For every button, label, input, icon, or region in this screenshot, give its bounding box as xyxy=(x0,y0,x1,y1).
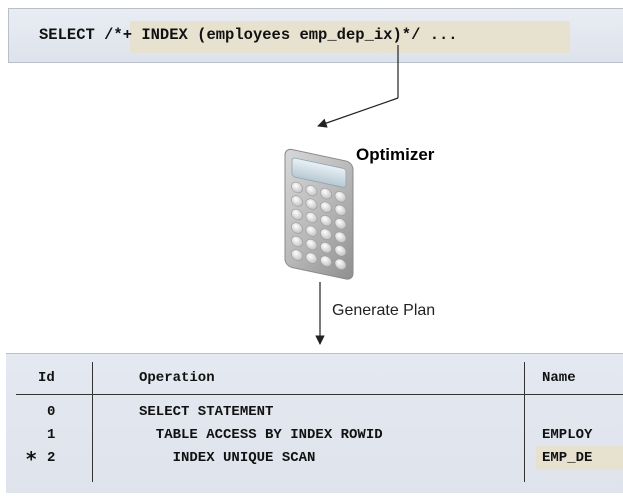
calculator-key xyxy=(334,258,347,270)
sql-hint: /*+ INDEX (employees emp_dep_ix)*/ xyxy=(104,26,421,44)
row-0-operation: SELECT STATEMENT xyxy=(139,404,274,420)
calculator-key xyxy=(334,245,347,257)
calculator-key xyxy=(291,195,303,207)
sql-select-keyword: SELECT xyxy=(39,26,95,44)
calculator-key xyxy=(305,184,318,197)
execution-plan-table: Id Operation Name 0 SELECT STATEMENT 1 T… xyxy=(6,353,623,493)
hint-highlight xyxy=(130,21,570,53)
row-2-operation: INDEX UNIQUE SCAN xyxy=(139,450,316,466)
calculator-key xyxy=(291,208,303,221)
calculator-key xyxy=(291,249,303,261)
row-1-id: 1 xyxy=(47,427,56,443)
calculator-key xyxy=(291,181,303,194)
calculator-key xyxy=(305,211,318,224)
calculator-icon xyxy=(284,148,354,280)
header-divider xyxy=(16,394,623,395)
calculator-key xyxy=(334,191,347,203)
header-operation: Operation xyxy=(139,370,215,386)
sql-ellipsis: ... xyxy=(429,26,458,44)
calculator-key xyxy=(305,225,318,237)
sql-statement: SELECT /*+ INDEX (employees emp_dep_ix)*… xyxy=(39,26,458,44)
calculator-key xyxy=(305,198,318,210)
calculator-key xyxy=(305,238,318,251)
calculator-key xyxy=(320,228,332,240)
calculator-key xyxy=(291,222,303,234)
name-highlight xyxy=(536,446,623,470)
calculator-key xyxy=(320,242,332,254)
optimizer-label: Optimizer xyxy=(356,145,435,164)
generate-plan-label: Generate Plan xyxy=(332,302,436,319)
calculator-key xyxy=(334,218,347,230)
row-0-id: 0 xyxy=(47,404,56,420)
row-1-operation: TABLE ACCESS BY INDEX ROWID xyxy=(139,427,383,443)
hint-to-optimizer-arrow xyxy=(317,45,399,128)
calculator-key xyxy=(334,204,347,216)
header-id: Id xyxy=(38,370,55,386)
row-2-predicate-star: * xyxy=(26,447,37,471)
row-2-name: EMP_DE xyxy=(542,450,593,466)
calculator-key xyxy=(334,231,347,243)
row-2-id: 2 xyxy=(47,450,56,466)
calculator-key xyxy=(305,252,318,264)
sql-statement-box: SELECT /*+ INDEX (employees emp_dep_ix)*… xyxy=(8,8,623,63)
row-1-name: EMPLOY xyxy=(542,427,593,443)
column-divider-1 xyxy=(92,362,93,482)
column-divider-2 xyxy=(524,362,525,482)
calculator-key xyxy=(320,188,332,200)
calculator-key xyxy=(291,235,303,248)
header-name: Name xyxy=(542,370,576,386)
calculator-key xyxy=(320,255,332,267)
calculator-key xyxy=(320,215,332,227)
calculator-key xyxy=(320,201,332,213)
